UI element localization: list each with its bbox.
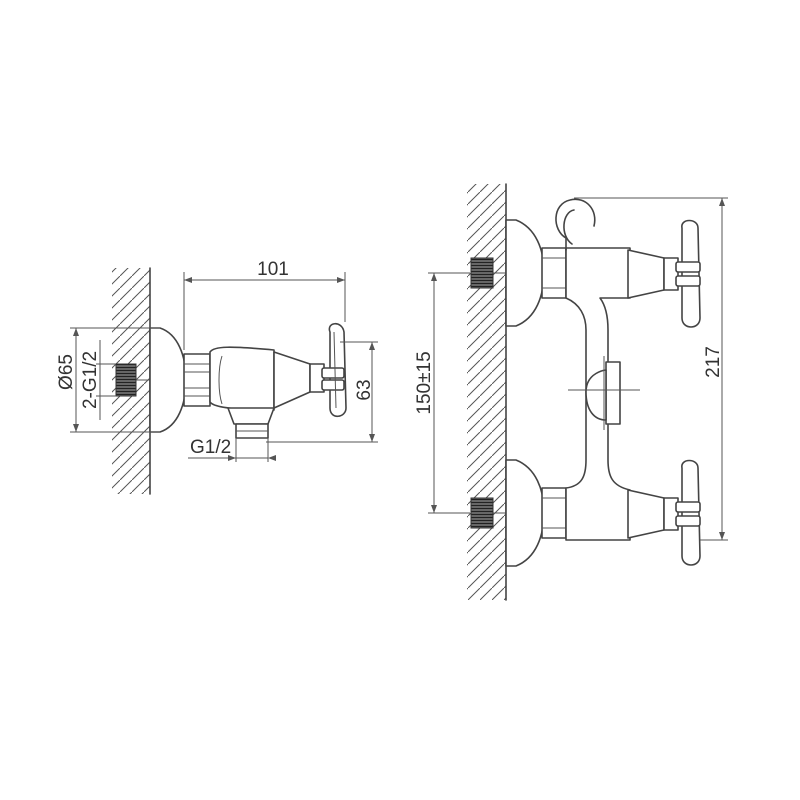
front-lower-flange xyxy=(505,459,545,567)
front-upper-inlet-thread xyxy=(470,257,494,289)
front-lower-handle xyxy=(675,459,701,566)
side-handle xyxy=(321,322,347,418)
dim-inlet-thread: 2-G1/2 xyxy=(80,340,116,420)
side-inlet-thread xyxy=(115,363,137,397)
dim-label-side-height: 63 xyxy=(354,379,375,400)
front-wall xyxy=(467,183,507,601)
dim-overall-height: 217 xyxy=(574,197,728,541)
front-lower-cone xyxy=(627,489,665,539)
side-flange xyxy=(149,327,187,433)
dim-outlet-thread: G1/2 xyxy=(188,437,276,462)
dim-label-inlet-thread: 2-G1/2 xyxy=(80,351,101,409)
front-upper-handle xyxy=(675,219,701,328)
dim-label-overall-height: 217 xyxy=(703,346,724,378)
side-handle-cone xyxy=(273,351,311,409)
dim-inlet-spacing: 150±15 xyxy=(414,272,470,514)
side-valve-body xyxy=(209,346,275,411)
dim-label-outlet-thread: G1/2 xyxy=(190,437,231,458)
side-outlet xyxy=(227,407,275,439)
side-connector-nut xyxy=(183,353,211,407)
front-outlet xyxy=(568,356,640,430)
front-upper-cone xyxy=(627,249,665,299)
dim-flange-diameter: Ø65 xyxy=(56,327,160,433)
front-upper-nut xyxy=(541,247,567,299)
front-lower-inlet-thread xyxy=(470,497,494,529)
dim-side-height: 63 xyxy=(266,341,378,443)
dim-side-width: 101 xyxy=(183,259,346,350)
dim-label-flange-diameter: Ø65 xyxy=(56,354,77,390)
front-lower-nut xyxy=(541,487,567,539)
front-view: 150±15 217 xyxy=(414,183,728,601)
front-upper-flange xyxy=(505,219,545,327)
dim-label-side-width: 101 xyxy=(257,259,289,280)
side-view: 101 63 Ø65 2-G1/2 xyxy=(56,259,378,495)
front-shower-hook xyxy=(555,198,596,251)
dim-label-inlet-spacing: 150±15 xyxy=(414,351,435,414)
